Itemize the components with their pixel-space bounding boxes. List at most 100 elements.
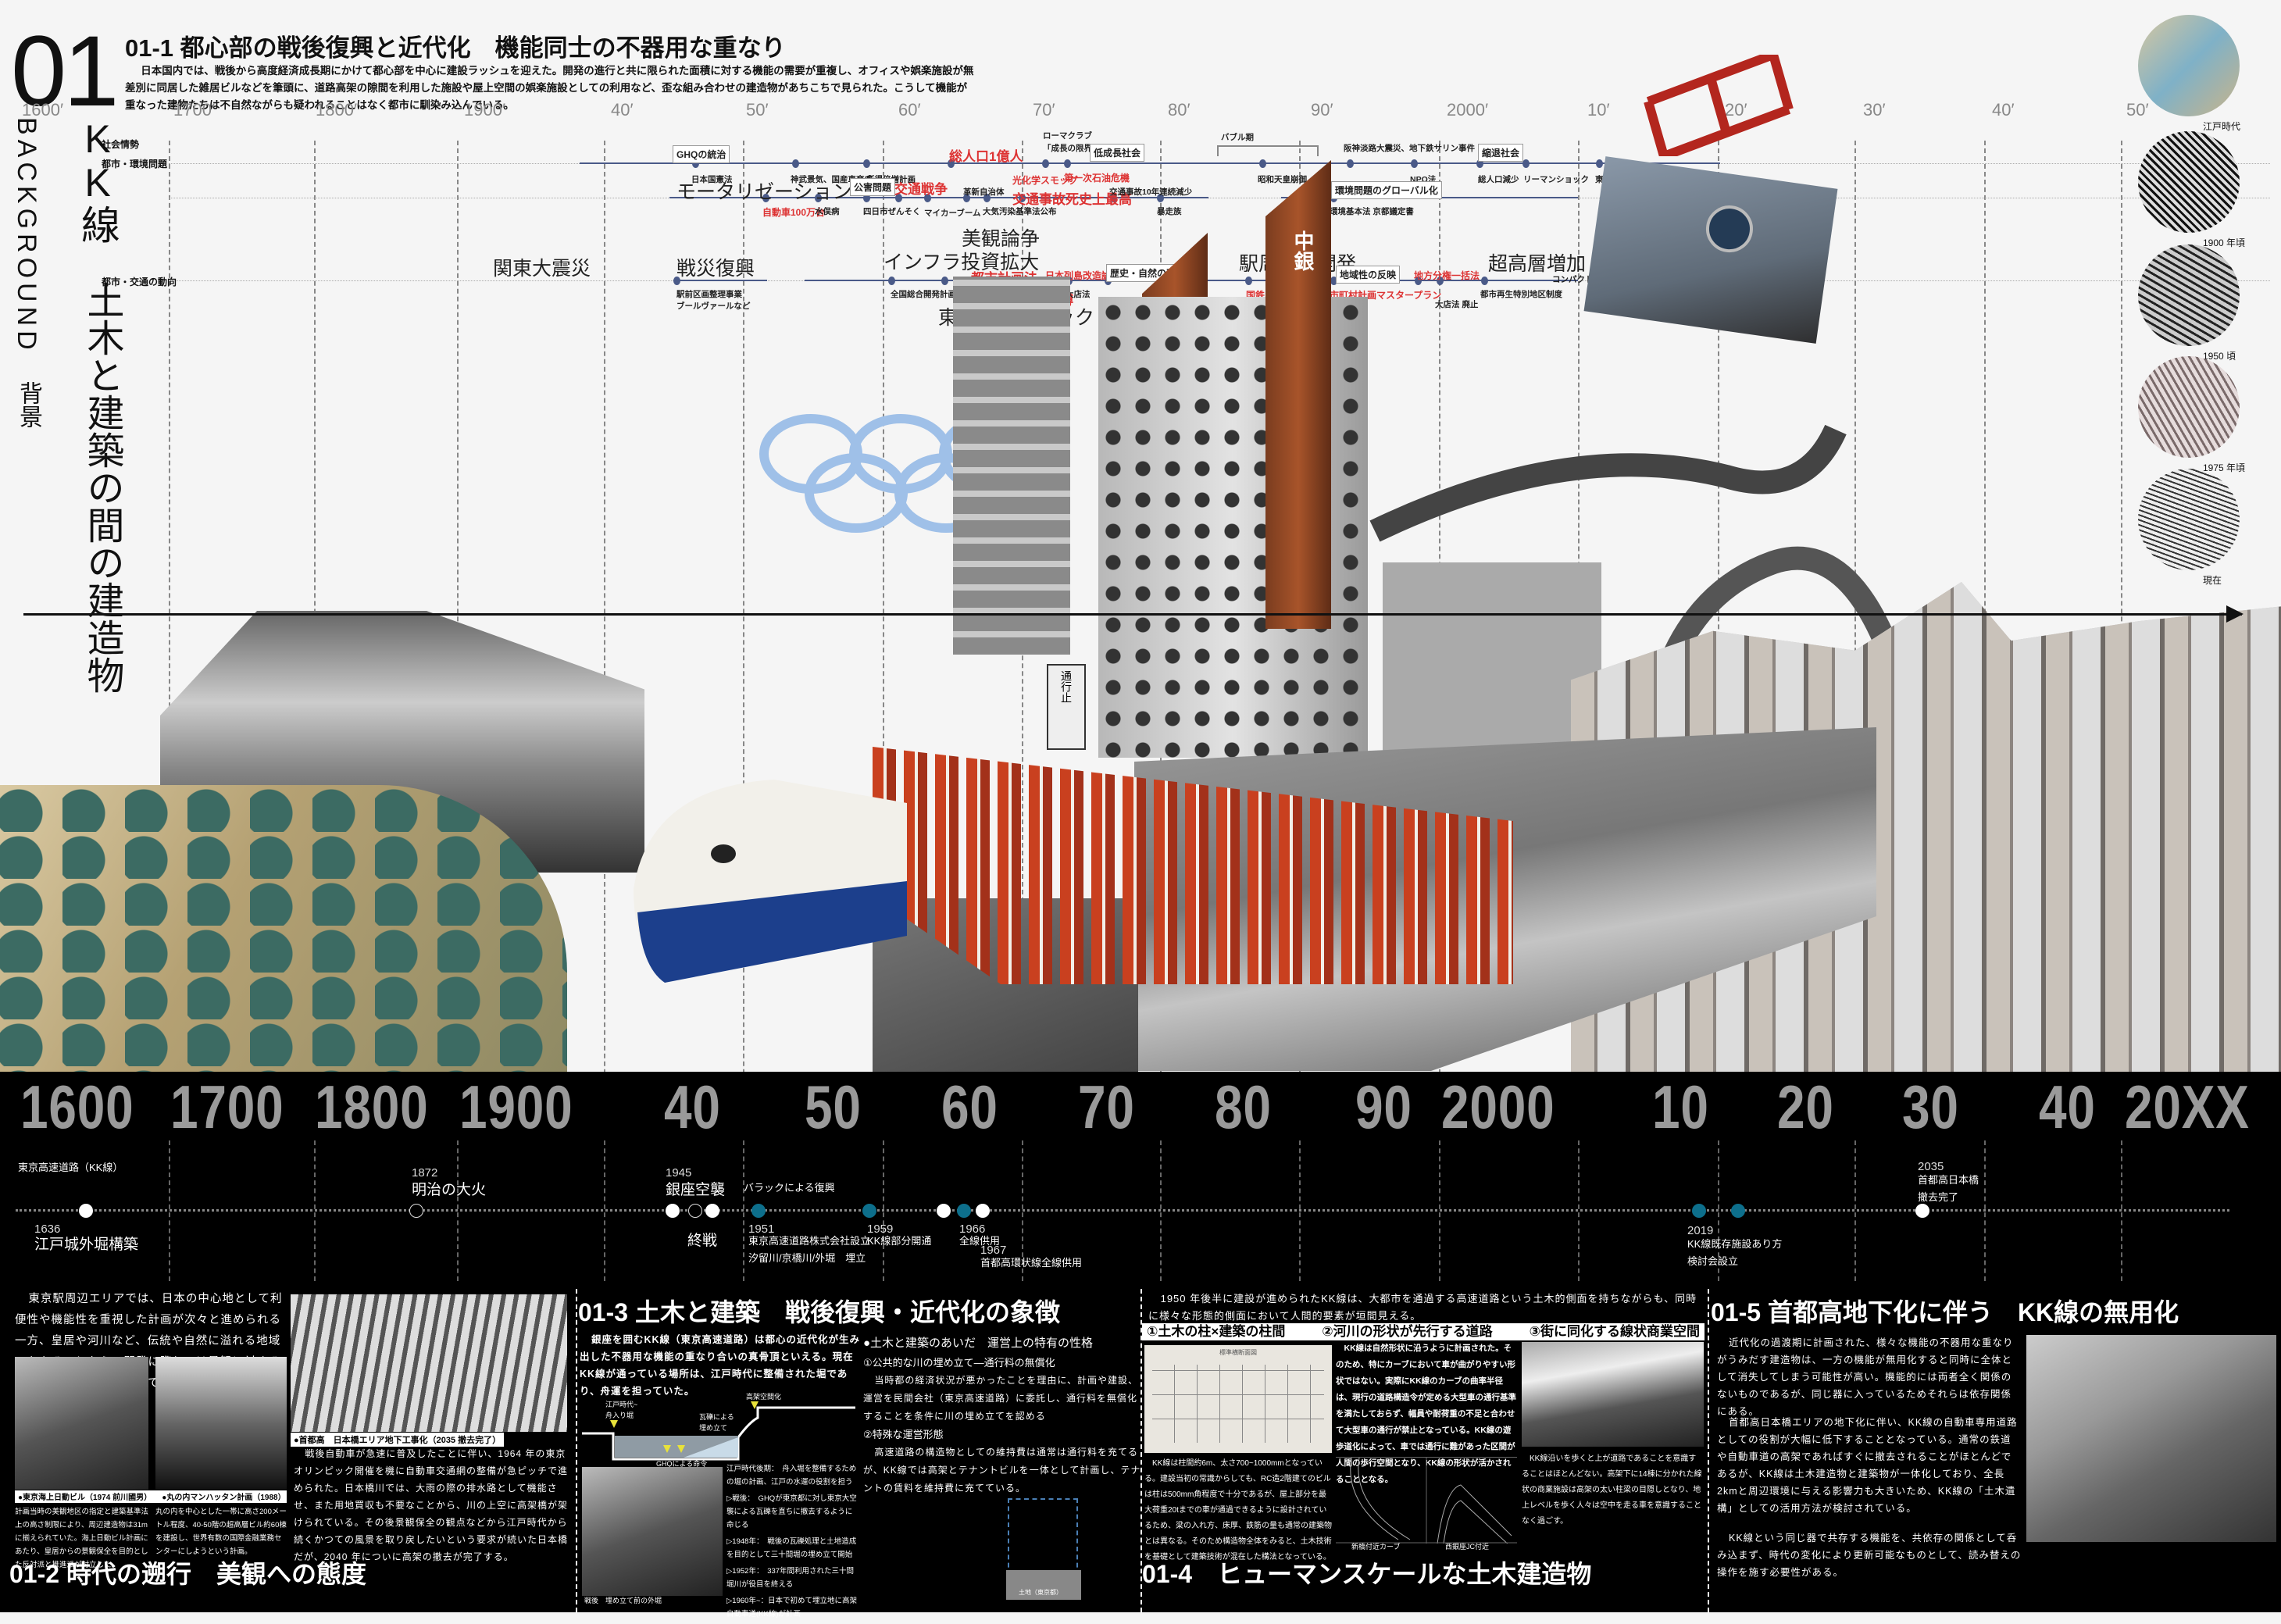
event-track-line — [669, 197, 1208, 198]
timeline-event: 交通戦争 — [894, 182, 948, 197]
row-header: 都市・環境問題 — [102, 159, 168, 170]
land-label: 土地（東京都） — [1019, 1589, 1062, 1596]
row-header: 都市・交通の動向 — [102, 277, 177, 287]
nihonbashi-caption: ●首都高 日本橋エリア地下工事化（2035 撤去完了） — [291, 1433, 505, 1447]
s12-heading: 01-2 時代の遡行 美観への態度 — [9, 1560, 366, 1588]
kk-event-label: 明治の大火 — [412, 1182, 487, 1198]
year-tick-label: 1600′ — [22, 100, 64, 120]
shizuoka-tower-image — [953, 277, 1070, 655]
kk-event-year: 1636 — [34, 1222, 61, 1236]
commercial-text: KK線沿いを歩くと上が道路であることを意識することはほとんどない。高架下に14棟… — [1522, 1454, 1702, 1526]
sub-river: ②河川の形状が先行する道路 — [1322, 1324, 1493, 1339]
caption-marunouchi: ●丸の内マンハッタン計画（1988） — [162, 1494, 286, 1502]
timeline-event: 自動車100万台 — [762, 207, 826, 218]
history-item: ▷1952年： 337年間利用された三十間堀川が役目を終える — [726, 1567, 855, 1589]
elevated-curve-structure-image — [1367, 406, 1945, 758]
year-tick-label: 50′ — [746, 100, 769, 120]
pillar-text: KK線は柱間約6m、太さ700~1000mmとなっている。建設当初の常識からして… — [1144, 1459, 1332, 1562]
year-tick-label: 1900′ — [464, 100, 506, 120]
row-header: 社会情勢 — [102, 139, 140, 150]
year-tick-label: 40′ — [611, 100, 634, 120]
kk-event-label: 首都高環状線全線供用 — [980, 1257, 1083, 1269]
event-track-line — [676, 280, 767, 281]
event-dot — [1064, 159, 1071, 168]
big-year-label: 1800 — [315, 1073, 429, 1141]
point2-text: 高速道路の構造物としての維持費は通常は通行料を充てるが、KK線では高架とテナント… — [863, 1447, 1141, 1494]
timeline-event: 暴走族 — [1157, 207, 1182, 216]
map-label: 1975 年頃 — [2203, 462, 2246, 473]
timeline-event: 交通事故死史上最高 — [1012, 192, 1132, 207]
year-tick-label: 70′ — [1033, 100, 1055, 120]
event-dot — [1415, 277, 1422, 285]
s13-intro: 銀座を囲むKK線（東京高速道路）は都心の近代化が生み出した不器用な機能の重なり合… — [580, 1334, 861, 1397]
sotobori-photo — [582, 1467, 723, 1596]
kk-event-label: 東京高速道路株式会社設立 — [748, 1235, 871, 1247]
point1-title: ①公共的な川の埋め立て―通行料の無償化 — [863, 1357, 1055, 1369]
timeline-event: 低成長社会 — [1090, 144, 1145, 162]
timeline-event: 大店法 廃止 — [1435, 300, 1479, 309]
hanging-capsule-image — [1583, 156, 1838, 344]
crane-frame-image — [1640, 55, 1797, 156]
timeline-event: リーマンショック — [1523, 175, 1589, 184]
event-dot — [1481, 277, 1488, 285]
year-tick-label: 50′ — [2126, 100, 2149, 120]
kk-event-note: 汐留川/京橋川/外堀 埋立 — [748, 1252, 866, 1264]
intro-text: 日本国内では、戦後から高度経済成長期にかけて都心部を中心に建設ラッシュを迎えた。… — [125, 65, 974, 111]
event-dot — [1042, 159, 1049, 168]
history-item: ▷1960年~：日本で初めて埋立地に高架自動車道(KK線)が計画 — [726, 1597, 857, 1619]
kk-event-label: 江戸城外堀構築 — [34, 1237, 139, 1253]
timeline-event: 環境基本法 京都議定書 — [1330, 207, 1414, 216]
kk-event-year: 1959 — [867, 1222, 894, 1236]
big-year-label: 1700 — [170, 1073, 284, 1141]
kk-event-dot — [705, 1204, 719, 1218]
event-dot — [762, 194, 769, 202]
event-dot — [673, 277, 680, 285]
big-year-label: 90 — [1355, 1073, 1412, 1141]
timeline-event: モータリゼーション — [676, 181, 852, 203]
big-year-label: 60 — [941, 1073, 998, 1141]
big-year-label: 10 — [1652, 1073, 1709, 1141]
big-year-label: 2000 — [1441, 1073, 1555, 1141]
event-dot — [895, 194, 902, 202]
timeline-event: 水俣病 — [815, 207, 840, 216]
year-tick-label: 2000′ — [1447, 100, 1489, 120]
timeline-event: 革新自治体 — [963, 187, 1005, 197]
event-dot — [1347, 159, 1354, 168]
section-diagram: 土地（東京都） — [1006, 1498, 1081, 1600]
timeline-event: 大店法 — [1066, 290, 1091, 299]
big-year-label: 40 — [664, 1073, 721, 1141]
kk-event-dot — [957, 1204, 971, 1218]
timeline-event: インフラ投資拡大 — [883, 252, 1040, 273]
page-title: 01-1 都心部の戦後復興と近代化 機能同士の不器用な重なり — [125, 34, 786, 62]
caption-tokio-marine: ●東京海上日動ビル（1974 前川國男） — [18, 1494, 152, 1502]
nihonbashi-text: 戦後自動車が急速に普及したことに伴い、1964 年の東京オリンピック開催を機に自… — [294, 1448, 569, 1562]
kk-event-dot — [976, 1204, 990, 1218]
event-dot — [1522, 159, 1530, 168]
kk-event-label: KK線既存施設あり方 — [1687, 1238, 1783, 1250]
map-circle-3 — [2138, 356, 2240, 458]
event-dot — [888, 277, 895, 285]
tower-sign: 中銀 — [1291, 230, 1315, 271]
kk-event-year: 1945 — [666, 1166, 692, 1180]
timeline-event: 地域性の反映 — [1336, 266, 1401, 284]
timeline-event: 環境問題のグローバル化 — [1331, 181, 1442, 199]
year-tick-label: 20′ — [1725, 100, 1747, 120]
kk-event-year: 2019 — [1687, 1224, 1714, 1237]
big-year-label: 70 — [1078, 1073, 1135, 1141]
timeline-event: 公害問題 — [850, 178, 896, 196]
kk-event-dot — [937, 1204, 951, 1218]
big-year-label: 80 — [1215, 1073, 1272, 1141]
elevated-road-photo — [2026, 1335, 2276, 1542]
event-dot — [924, 194, 931, 202]
timeline-event: 四日市ぜんそく — [863, 207, 921, 216]
kk-event-year: 1872 — [412, 1166, 438, 1180]
curve2-label: 西銀座JC付近 — [1445, 1543, 1489, 1551]
map-label: 1900 年頃 — [2203, 237, 2246, 248]
timeline-event: 美観論争 — [962, 228, 1041, 250]
timeline-event: 地方分権一括法 — [1414, 270, 1480, 281]
year-tick-label: 1700′ — [173, 100, 216, 120]
timeline-event: 戦災復興 — [676, 258, 755, 280]
year-tick-label: 10′ — [1587, 100, 1610, 120]
event-dot — [963, 194, 970, 202]
timeline-event: GHQの統治 — [673, 145, 730, 163]
